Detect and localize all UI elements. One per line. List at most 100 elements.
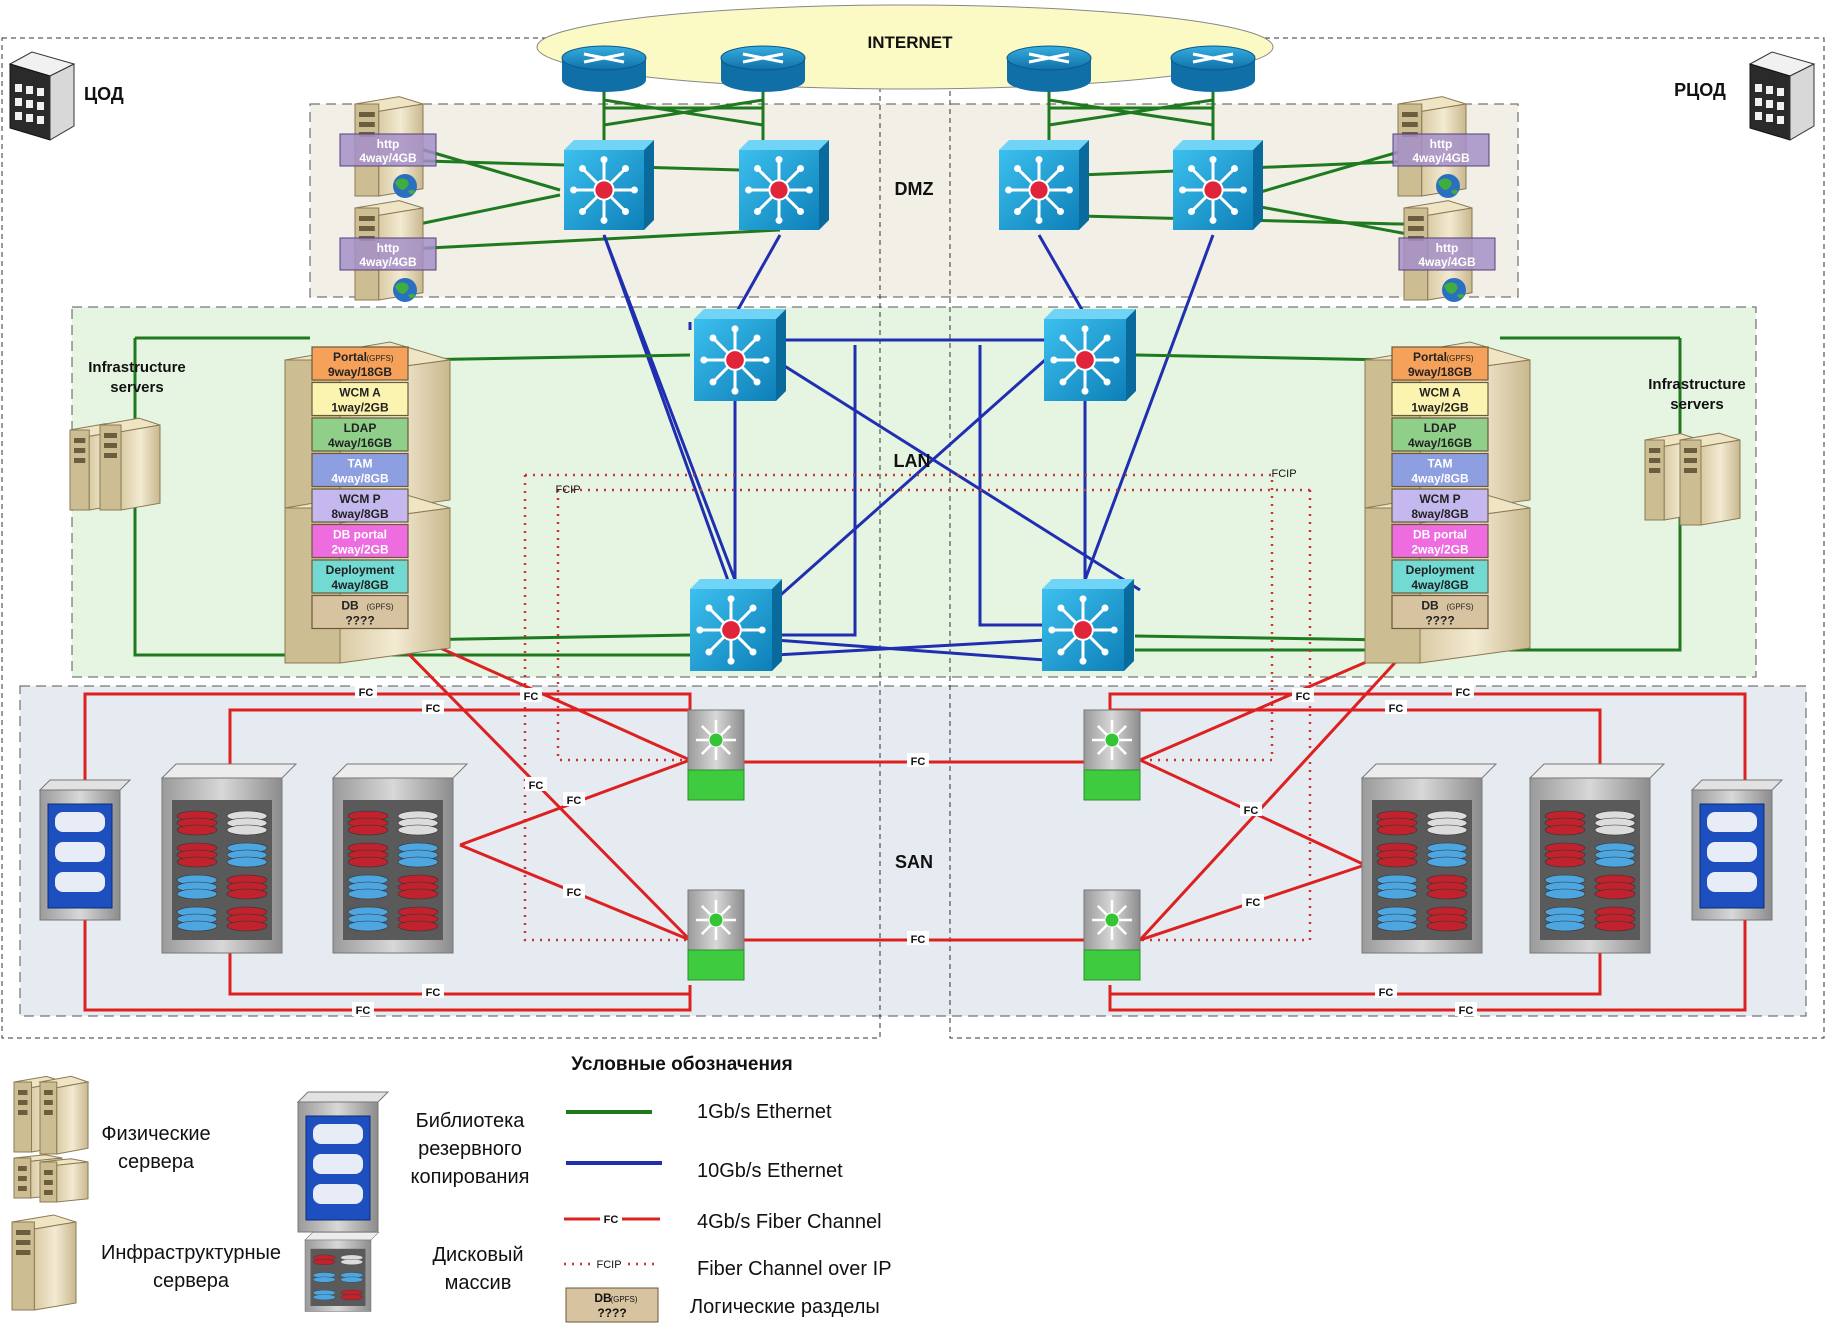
disk-platter [1426, 856, 1468, 868]
switch-ray-tip [805, 186, 813, 194]
switch-ray-tip [1188, 165, 1196, 173]
switch-ray-tip [762, 356, 770, 364]
server-side [33, 1221, 77, 1311]
left-partition-name: DB portal [333, 528, 387, 542]
switch-ray-tip [600, 216, 608, 224]
fc-label: FC [524, 691, 539, 703]
fc-label: FC [567, 887, 582, 899]
fc-switch-base [1083, 769, 1141, 801]
link-1gbe [409, 633, 691, 642]
left-partition-size: 2way/2GB [331, 543, 389, 557]
right-partition-name: Deployment [1406, 563, 1475, 577]
array-top [1360, 763, 1498, 779]
router-icon [1170, 45, 1256, 92]
router-icon [561, 45, 647, 92]
fc-label-bg [352, 1002, 374, 1016]
left-partition-box [311, 452, 409, 488]
fc-label-bg [1240, 802, 1262, 816]
switch-side [819, 140, 829, 230]
switch-ray-tip [1209, 156, 1217, 164]
left-partition-size: ???? [345, 614, 374, 628]
link-10gbe [602, 234, 737, 601]
dc-window [1777, 88, 1784, 96]
switch-ray-tip [1059, 378, 1067, 386]
switch-core [1028, 179, 1050, 201]
disk-platter [226, 888, 268, 900]
switch-icon [739, 140, 829, 230]
switch-ray-tip [1059, 334, 1067, 342]
dc-window [1755, 98, 1762, 106]
switch-ray-tip [745, 186, 753, 194]
disk-platter [1544, 856, 1586, 868]
legend-fc4-label: 4Gb/s Fiber Channel [697, 1211, 882, 1233]
switch-ray-tip [579, 207, 587, 215]
server-slot [359, 122, 375, 127]
server-slot [1649, 468, 1661, 473]
array-top [331, 763, 469, 779]
fc-label-bg [907, 753, 929, 767]
switch-ray-tip [1079, 595, 1087, 603]
fc-switch-icon [1083, 709, 1141, 801]
left-partition-size: 4way/8GB [331, 578, 389, 592]
left-partition-box [311, 488, 409, 523]
fc-label-bg [520, 688, 542, 702]
http-label-line2: 4way/4GB [1418, 255, 1476, 269]
switch-ray-tip [1014, 207, 1022, 215]
left-partition-size: 8way/8GB [331, 507, 389, 521]
fc-label: FC [911, 756, 926, 768]
disk-platter [313, 1276, 336, 1283]
server-side [120, 424, 161, 511]
left-partition-name: LDAP [344, 421, 377, 435]
disk-platter [1426, 888, 1468, 900]
switch-ray-tip [1050, 356, 1058, 364]
server-slot [44, 1170, 53, 1175]
disk-platter [1544, 824, 1586, 836]
disk-platter [1594, 856, 1636, 868]
fc-switch-core [1104, 732, 1120, 748]
fc-label: FC [426, 987, 441, 999]
infra-label-left-1: Infrastructure [88, 359, 186, 376]
http-label-line2: 4way/4GB [359, 255, 417, 269]
dc-window [1777, 116, 1784, 124]
dc-window [26, 86, 33, 94]
switch-icon [690, 579, 782, 671]
switch-ray-tip [731, 325, 739, 333]
fc-switch-base [687, 949, 745, 981]
switch-core [1072, 619, 1094, 641]
legend-array-label-2: массив [445, 1272, 512, 1294]
switch-ray-tip [579, 165, 587, 173]
link-10gbe [774, 638, 1046, 657]
server-slot [18, 1176, 27, 1181]
right-partition-box [1391, 488, 1489, 523]
legend-partition-size: ???? [597, 1306, 626, 1320]
library-top [296, 1091, 390, 1103]
zone-dmz [309, 103, 1519, 298]
disk-platter [313, 1259, 336, 1265]
switch-top [739, 140, 829, 150]
switch-ray-tip [1035, 216, 1043, 224]
infra-server-icon [1679, 432, 1741, 526]
right-partition-size: 8way/8GB [1411, 507, 1469, 521]
fc-label: FC [1389, 703, 1404, 715]
left-partition-name: Portal [333, 350, 367, 364]
switch-ray-tip [1014, 165, 1022, 173]
disk-platter [397, 920, 439, 932]
link-10gbe [1083, 234, 1215, 581]
disk-platter [347, 888, 389, 900]
switch-top [999, 140, 1089, 150]
switch-top [1173, 140, 1263, 150]
router-base [721, 68, 805, 92]
switch-ray-tip [753, 378, 761, 386]
site-label-left: ЦОД [84, 84, 124, 104]
switch-ray-tip [621, 207, 629, 215]
backup-library-icon [38, 779, 132, 921]
switch-core [724, 349, 746, 371]
library-slot [313, 1154, 363, 1174]
legend-partition-name: DB [594, 1291, 612, 1305]
disk-platter [1594, 920, 1636, 932]
switch-ray-tip [705, 648, 713, 656]
switch-top [1044, 309, 1136, 319]
link-1gbe [1134, 634, 1391, 642]
fc-label-bg [563, 792, 585, 806]
dc-side [1789, 63, 1815, 141]
